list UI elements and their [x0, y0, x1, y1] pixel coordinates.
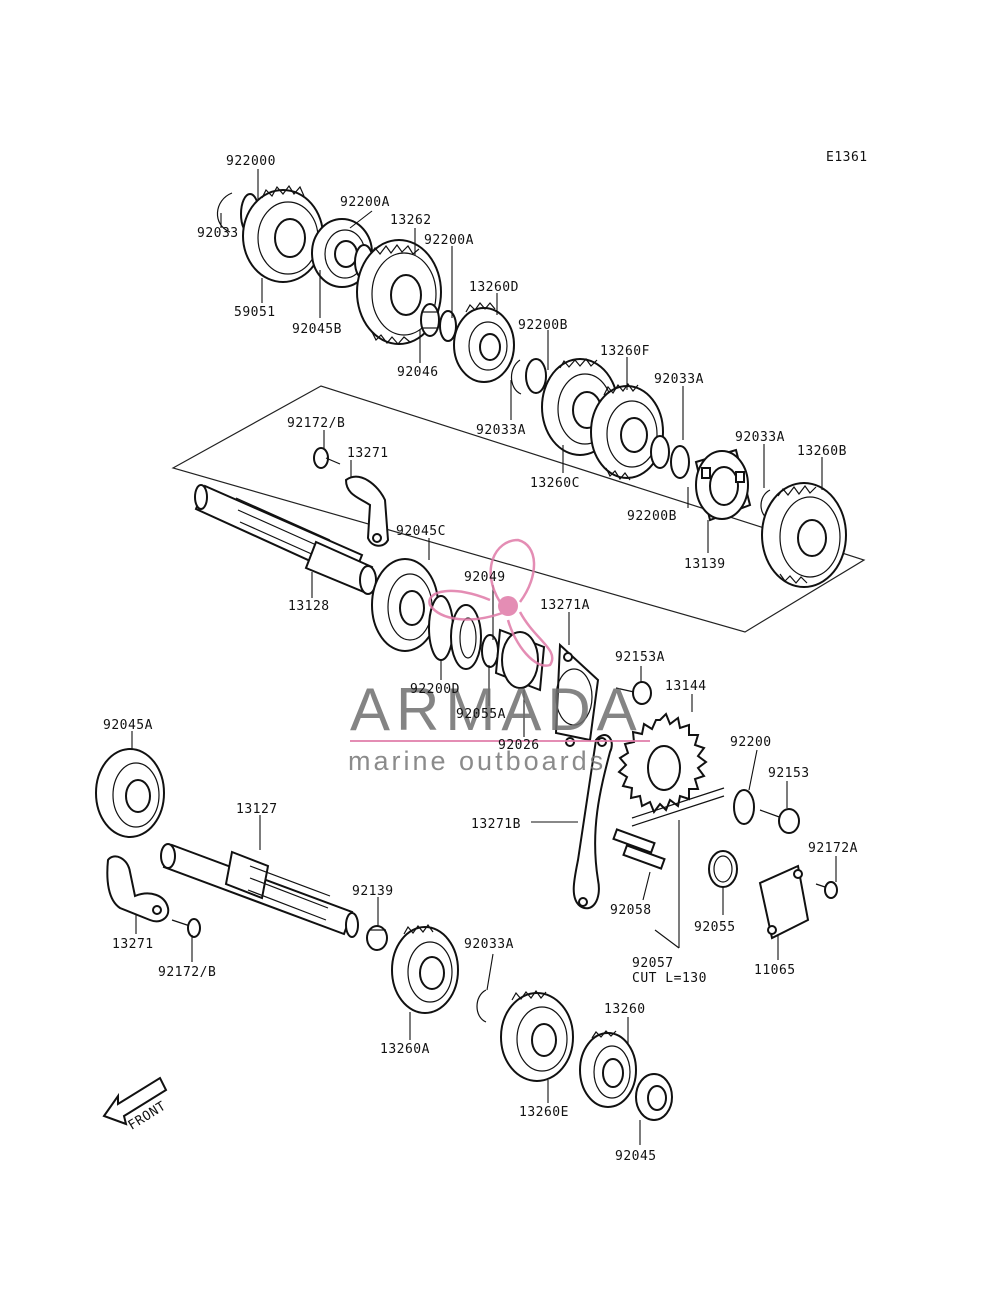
gear-59051 — [242, 184, 324, 283]
part-label-13271B: 13271B — [471, 817, 521, 832]
washer-92200D — [428, 595, 454, 661]
gear-13260 — [579, 1030, 637, 1108]
oil-seal-92049 — [450, 604, 482, 670]
needle-bearing-92046 — [420, 303, 440, 337]
part-label-92045B: 92045B — [292, 322, 342, 337]
part-label-13271-2: 13271 — [112, 937, 154, 952]
circlip-92033A-b — [650, 435, 670, 469]
part-label-92045: 92045 — [615, 1149, 657, 1164]
part-label-92139: 92139 — [352, 884, 394, 899]
part-labels: 922000 92033 59051 92200A 13262 92200A 9… — [103, 154, 858, 1164]
bolt-92153A — [615, 681, 652, 705]
collar-92026 — [494, 628, 546, 692]
diagram-code: E1361 — [826, 150, 868, 165]
part-label-13260A: 13260A — [380, 1042, 430, 1057]
bearing-92045 — [635, 1073, 673, 1121]
chain-92057 — [631, 787, 725, 827]
part-label-92172B-2: 92172/B — [158, 965, 216, 980]
part-label-13144: 13144 — [665, 679, 707, 694]
part-label-13271-1: 13271 — [347, 446, 389, 461]
part-label-922000: 922000 — [226, 154, 276, 169]
part-label-92172A: 92172A — [808, 841, 858, 856]
screw-92172B-bottom — [171, 918, 201, 938]
part-label-13128: 13128 — [288, 599, 330, 614]
part-label-cut-length: CUT L=130 — [632, 971, 707, 986]
washer-92200A-b — [439, 310, 457, 342]
part-label-92058: 92058 — [610, 903, 652, 918]
part-label-92046: 92046 — [397, 365, 439, 380]
part-label-92200B-2: 92200B — [627, 509, 677, 524]
part-label-92172B-1: 92172/B — [287, 416, 345, 431]
part-label-92055A: 92055A — [456, 707, 506, 722]
part-label-92200A: 92200A — [340, 195, 390, 210]
link-92058 — [612, 828, 666, 870]
screw-92172A — [815, 881, 838, 899]
part-label-92033A-4: 92033A — [464, 937, 514, 952]
shaft-group-frame — [171, 385, 866, 633]
part-label-59051: 59051 — [234, 305, 276, 320]
retainer-13271-top — [344, 475, 390, 547]
circlip-92033 — [216, 192, 233, 233]
bolt-92153 — [759, 808, 800, 834]
part-label-11065: 11065 — [754, 963, 796, 978]
part-label-92049: 92049 — [464, 570, 506, 585]
part-label-92057: 92057 — [632, 956, 674, 971]
part-label-13260E: 13260E — [519, 1105, 569, 1120]
shaft-13127 — [160, 843, 359, 938]
sprocket-13144 — [617, 712, 708, 815]
part-label-92033A-1: 92033A — [654, 372, 704, 387]
circlip-92033A-d — [476, 989, 487, 1023]
part-label-13260: 13260 — [604, 1002, 646, 1017]
part-label-13262: 13262 — [390, 213, 432, 228]
bearing-92045C — [371, 558, 439, 652]
gear-13260A — [391, 923, 459, 1014]
part-label-92033: 92033 — [197, 226, 239, 241]
propeller-logo-icon — [428, 538, 554, 667]
part-label-92153A: 92153A — [615, 650, 665, 665]
watermark: ARMADA marine outboards — [348, 538, 650, 776]
washer-92200 — [733, 789, 755, 825]
washer-92200B-mid — [670, 445, 690, 479]
gear-13260E — [500, 989, 574, 1082]
part-label-13260F: 13260F — [600, 344, 650, 359]
part-label-92200A-2: 92200A — [424, 233, 474, 248]
front-arrow-icon: FRONT — [102, 1076, 169, 1134]
part-label-13260D: 13260D — [469, 280, 519, 295]
retainer-13271-bottom — [106, 855, 170, 923]
part-label-92055: 92055 — [694, 920, 736, 935]
shaft-13128 — [194, 484, 377, 595]
shift-drum-13139 — [694, 448, 752, 522]
washer-92200B-top — [525, 358, 547, 394]
part-label-92200: 92200 — [730, 735, 772, 750]
part-label-92033A-2: 92033A — [476, 423, 526, 438]
part-label-13260C: 13260C — [530, 476, 580, 491]
gear-13260D — [453, 302, 515, 383]
needle-bearing-92139 — [366, 925, 388, 951]
part-label-92045C: 92045C — [396, 524, 446, 539]
screw-92172B-top — [313, 447, 341, 469]
leader-lines — [131, 169, 837, 1145]
gear-13262 — [356, 239, 442, 345]
part-label-92200D: 92200D — [410, 682, 460, 697]
bearing-92045A — [95, 748, 165, 838]
part-label-13271A: 13271A — [540, 598, 590, 613]
part-label-92153: 92153 — [768, 766, 810, 781]
part-label-13260B: 13260B — [797, 444, 847, 459]
part-label-92033A-3: 92033A — [735, 430, 785, 445]
part-label-13127: 13127 — [236, 802, 278, 817]
part-label-13139: 13139 — [684, 557, 726, 572]
circlip-92033A-a — [510, 359, 522, 395]
oring-92055A — [481, 634, 499, 668]
gear-13260B — [761, 482, 847, 588]
oring-92055 — [708, 850, 738, 888]
gear-13260F — [590, 382, 664, 481]
cover-11065 — [758, 864, 810, 940]
part-label-92045A: 92045A — [103, 718, 153, 733]
watermark-tagline: marine outboards — [348, 746, 606, 776]
watermark-brand: ARMADA — [350, 676, 643, 743]
part-label-92026: 92026 — [498, 738, 540, 753]
part-label-92200B: 92200B — [518, 318, 568, 333]
